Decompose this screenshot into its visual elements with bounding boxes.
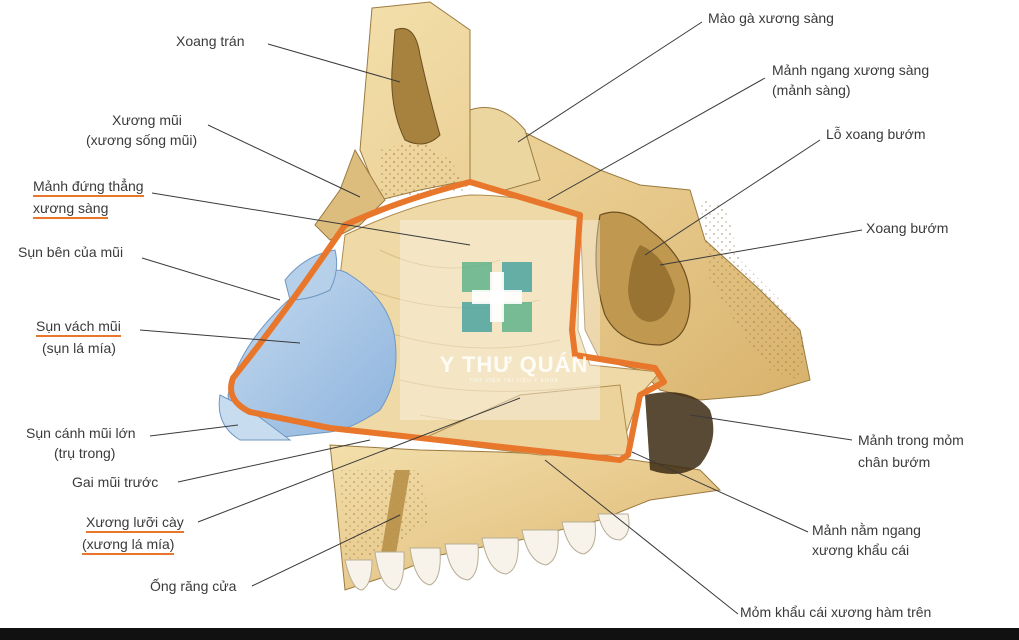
watermark-logo (462, 262, 532, 332)
watermark-tagline: THƯ VIỆN TÀI LIỆU Y KHOA (469, 378, 559, 384)
bottom-edge-bar (0, 628, 1019, 640)
label-vomer-alt: (xương lá mía) (82, 536, 175, 555)
watermark-brand: Y THƯ QUÁN (439, 352, 589, 377)
label-perpendicular-plate-2: xương sàng (33, 200, 109, 219)
label-horizontal-palatine: Mảnh nằm ngang (812, 522, 921, 538)
label-sphenoid-sinus: Xoang bướm (866, 220, 949, 236)
label-cribriform-plate-alt: (mảnh sàng) (772, 82, 851, 98)
label-nasal-bone-alt: (xương sống mũi) (86, 132, 198, 148)
label-septal-cartilage-line1: Sụn vách mũi (36, 318, 121, 337)
label-medial-pterygoid: Mảnh trong mỏm (858, 432, 964, 448)
label-nasal-bone: Xương mũi (112, 112, 182, 128)
label-perpendicular-plate-line2: xương sàng (33, 200, 109, 219)
label-vomer-line2: (xương lá mía) (82, 536, 175, 555)
medial-pterygoid-plate (645, 392, 714, 474)
crista-galli (469, 107, 541, 191)
label-anterior-nasal-spine: Gai mũi trước (72, 474, 159, 490)
label-vomer-line1: Xương lưỡi cày (86, 514, 184, 533)
leader-lines (139, 21, 863, 615)
vomer (418, 384, 631, 456)
highlight-outline (228, 179, 667, 463)
label-frontal-sinus: Xoang trán (176, 33, 245, 49)
label-perpendicular-plate-line1: Mảnh đứng thẳng (33, 178, 144, 197)
label-sphenoid-aperture: Lỗ xoang bướm (826, 126, 926, 142)
label-cribriform-plate: Mảnh ngang xương sàng (772, 62, 930, 78)
label-vomer: Xương lưỡi cày (86, 514, 184, 533)
label-septal-cartilage: Sụn vách mũi (36, 318, 121, 337)
label-perpendicular-plate: Mảnh đứng thẳng (33, 178, 144, 197)
label-horizontal-palatine-alt: xương khẩu cái (812, 542, 910, 558)
label-crista-galli: Mào gà xương sàng (708, 10, 834, 26)
label-septal-cartilage-alt: (sụn lá mía) (42, 340, 116, 356)
label-alar-cartilage-alt: (trụ trong) (54, 445, 116, 461)
label-palatine-process: Mỏm khẩu cái xương hàm trên (740, 604, 932, 620)
label-alar-cartilage: Sụn cánh mũi lớn (26, 425, 136, 441)
label-incisive-canal: Ống răng cửa (150, 578, 237, 594)
label-lateral-cartilage: Sụn bên của mũi (18, 244, 124, 260)
frontal-sinus (391, 28, 441, 145)
label-medial-pterygoid-alt: chân bướm (858, 454, 931, 470)
incisive-canal (380, 470, 410, 560)
